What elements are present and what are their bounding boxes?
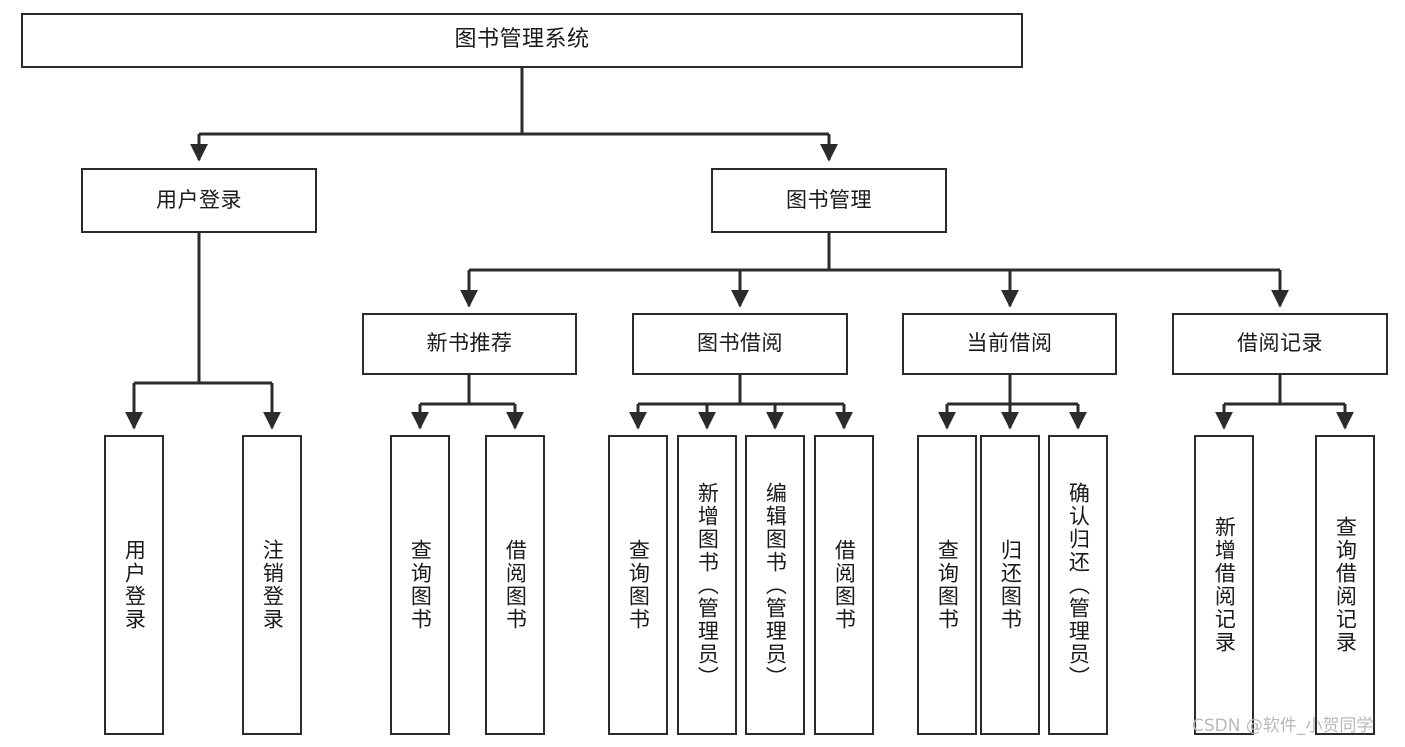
node-book-borrow[interactable]: 图书借阅 bbox=[632, 313, 848, 375]
node-label: 查询图书 bbox=[935, 539, 960, 631]
node-label: 编辑图书（管理员） bbox=[763, 481, 788, 689]
node-label: 查询图书 bbox=[408, 539, 433, 631]
node-label: 用户登录 bbox=[156, 187, 242, 212]
csdn-watermark: CSDN @软件_小贺同学 bbox=[1192, 716, 1374, 736]
node-label: 借阅图书 bbox=[832, 539, 857, 631]
node-label: 新增借阅记录 bbox=[1212, 516, 1237, 654]
leaf-query-book-borrow[interactable]: 查询图书 bbox=[608, 435, 668, 735]
node-label: 归还图书 bbox=[998, 539, 1023, 631]
node-new-book-recommend[interactable]: 新书推荐 bbox=[362, 313, 577, 375]
node-label: 图书借阅 bbox=[697, 331, 783, 356]
node-label: 注销登录 bbox=[260, 539, 285, 631]
node-label: 新书推荐 bbox=[426, 331, 513, 356]
node-label: 图书管理系统 bbox=[454, 27, 590, 53]
leaf-query-book-recommend[interactable]: 查询图书 bbox=[390, 435, 450, 735]
node-label: 查询图书 bbox=[626, 539, 651, 631]
leaf-borrow-book-recommend[interactable]: 借阅图书 bbox=[485, 435, 545, 735]
node-current-borrow[interactable]: 当前借阅 bbox=[902, 313, 1117, 375]
node-borrow-record[interactable]: 借阅记录 bbox=[1172, 313, 1388, 375]
node-label: 确认归还（管理员） bbox=[1066, 481, 1091, 689]
node-label: 借阅图书 bbox=[503, 539, 528, 631]
leaf-borrow-book[interactable]: 借阅图书 bbox=[814, 435, 874, 735]
node-label: 新增图书（管理员） bbox=[695, 481, 720, 689]
leaf-query-book-current[interactable]: 查询图书 bbox=[917, 435, 977, 735]
leaf-confirm-return-admin[interactable]: 确认归还（管理员） bbox=[1048, 435, 1108, 735]
node-label: 查询借阅记录 bbox=[1333, 516, 1358, 654]
leaf-logout-login[interactable]: 注销登录 bbox=[242, 435, 302, 735]
leaf-return-book[interactable]: 归还图书 bbox=[980, 435, 1040, 735]
node-label: 图书管理 bbox=[786, 187, 872, 212]
leaf-user-login[interactable]: 用户登录 bbox=[104, 435, 164, 735]
leaf-query-borrow-record[interactable]: 查询借阅记录 bbox=[1315, 435, 1375, 735]
node-user-login[interactable]: 用户登录 bbox=[81, 168, 317, 233]
leaf-add-book-admin[interactable]: 新增图书（管理员） bbox=[677, 435, 737, 735]
node-label: 借阅记录 bbox=[1237, 331, 1323, 356]
node-label: 当前借阅 bbox=[966, 331, 1053, 356]
node-book-management[interactable]: 图书管理 bbox=[711, 168, 947, 233]
node-label: 用户登录 bbox=[122, 539, 147, 631]
leaf-edit-book-admin[interactable]: 编辑图书（管理员） bbox=[745, 435, 805, 735]
node-root-library-system[interactable]: 图书管理系统 bbox=[21, 13, 1023, 68]
leaf-add-borrow-record[interactable]: 新增借阅记录 bbox=[1194, 435, 1254, 735]
